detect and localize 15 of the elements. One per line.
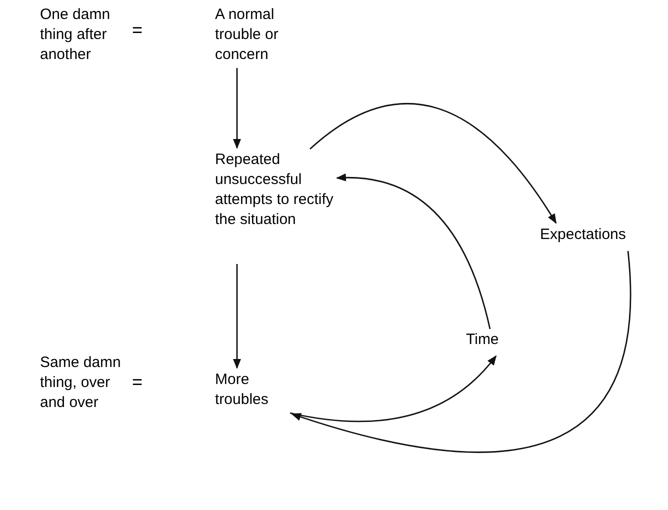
arrow	[336, 174, 491, 330]
node-text: Same damn thing, over and over	[40, 353, 122, 413]
arrow	[291, 250, 632, 453]
equals-sign: =	[132, 20, 143, 40]
equals-sign: =	[132, 372, 143, 392]
node-text: Repeated unsuccessful attempts to rectify the situation	[215, 150, 334, 230]
arrow	[233, 68, 241, 149]
node-text: Expectations	[540, 225, 627, 245]
arrow	[290, 355, 497, 422]
node-text: One damn thing after another	[40, 5, 112, 65]
node-text: Time	[466, 330, 500, 350]
arrow	[233, 264, 241, 369]
node-text: More troubles	[215, 370, 270, 410]
node-text: A normal trouble or concern	[215, 5, 280, 65]
arrow	[310, 103, 557, 224]
